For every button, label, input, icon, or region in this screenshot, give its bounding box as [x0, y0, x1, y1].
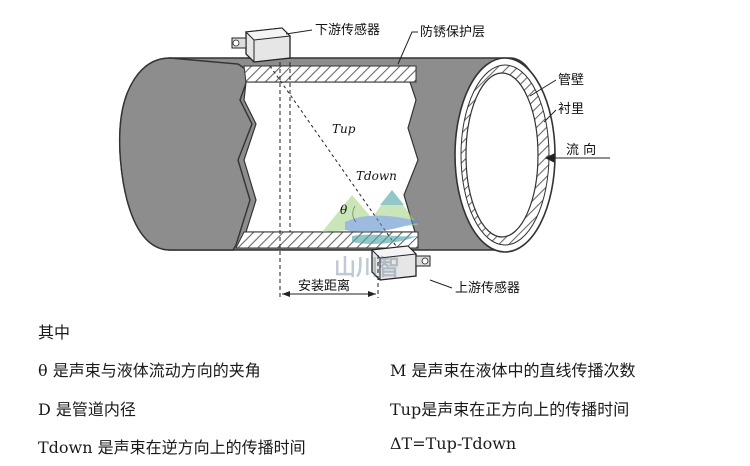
ultrasonic-flowmeter-diagram: 山川智 下游传感器 防锈保护层 管壁 衬里 流 向 上游传感器 安装距离 Tup… — [118, 22, 610, 298]
label-flow-direction: 流 向 — [566, 142, 596, 158]
label-theta: θ — [340, 203, 348, 217]
legend-d: D 是管道内径 — [38, 400, 136, 419]
downstream-sensor — [231, 27, 292, 63]
label-upstream-sensor: 上游传感器 — [455, 280, 520, 296]
watermark-logo — [322, 190, 420, 244]
upstream-sensor — [370, 245, 431, 281]
label-tup: Tup — [332, 122, 356, 136]
legend-theta: θ 是声束与液体流动方向的夹角 — [38, 361, 261, 380]
legend-tup: Tup是声束在正方向上的传播时间 — [390, 400, 630, 419]
legend: 其中 θ 是声束与液体流动方向的夹角 D 是管道内径 Tdown 是声束在逆方向… — [0, 310, 750, 466]
label-anticorrosion-layer: 防锈保护层 — [420, 24, 485, 40]
leader-lines — [285, 29, 610, 289]
label-tdown: Tdown — [356, 169, 397, 183]
watermark-text: 山川智 — [334, 255, 400, 281]
legend-m: M 是声束在液体中的直线传播次数 — [390, 361, 636, 380]
label-downstream-sensor: 下游传感器 — [315, 22, 380, 38]
pipe-top-wall — [243, 65, 417, 83]
pipe-end-face — [454, 57, 556, 253]
legend-heading: 其中 — [38, 323, 71, 342]
legend-delta-t: ΔT=Tup-Tdown — [390, 434, 517, 453]
sound-beam-path — [269, 65, 397, 247]
label-lining: 衬里 — [558, 102, 584, 117]
legend-tdown: Tdown 是声束在逆方向上的传播时间 — [38, 438, 306, 457]
label-install-distance: 安装距离 — [298, 278, 350, 294]
install-distance-dimension — [282, 291, 376, 297]
label-pipe-wall: 管壁 — [558, 73, 584, 88]
